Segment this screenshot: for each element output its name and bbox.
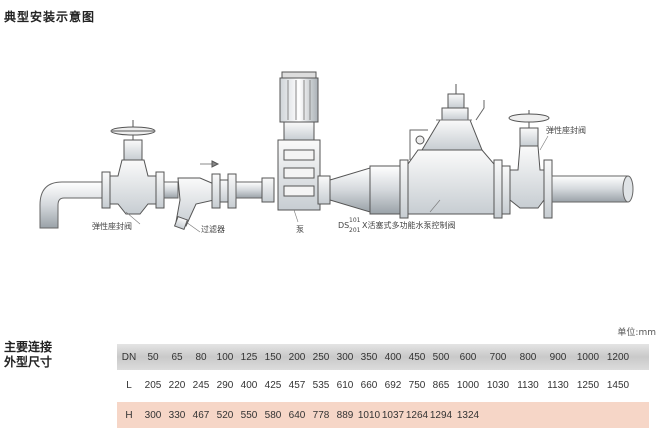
pump <box>277 71 331 211</box>
dn-cell: 80 <box>195 351 207 363</box>
h-cell: 889 <box>336 409 354 421</box>
label-pump: 泵 <box>296 225 304 234</box>
l-cell: 1130 <box>547 379 569 391</box>
l-cell: 1030 <box>486 379 510 391</box>
h-cell: 467 <box>192 409 210 421</box>
label-right-gate-valve: 弹性座封阀 <box>546 125 586 135</box>
l-cell: 425 <box>264 379 282 391</box>
unit-label: 单位:mm <box>617 328 656 338</box>
h-cell: 300 <box>144 409 162 421</box>
h-cell: 1294 <box>429 409 453 421</box>
l-cell: 1130 <box>517 379 539 391</box>
svg-text:X活塞式多功能水泵控制阀: X活塞式多功能水泵控制阀 <box>362 220 455 230</box>
l-row: L 205 220 245 290 400 425 457 535 610 660 692 750 86… <box>117 372 649 398</box>
l-cell: 610 <box>336 379 354 391</box>
h-cell: 778 <box>312 409 330 421</box>
dn-cell: 1200 <box>606 351 630 363</box>
h-cell: 1264 <box>405 409 429 421</box>
l-cell: 457 <box>288 379 306 391</box>
dn-cell: 300 <box>336 351 354 363</box>
dn-cell: 250 <box>312 351 330 363</box>
dn-cell: 500 <box>432 351 450 363</box>
l-header: L <box>126 379 132 391</box>
l-cell: 220 <box>168 379 186 391</box>
l-cell: 1250 <box>576 379 600 391</box>
l-cell: 535 <box>312 379 330 391</box>
label-strainer: 过滤器 <box>201 224 225 234</box>
dn-cell: 700 <box>489 351 507 363</box>
svg-text:DS: DS <box>338 221 349 230</box>
page-title: 典型安装示意图 <box>4 10 96 24</box>
h-header: H <box>125 409 133 421</box>
svg-text:201: 201 <box>349 227 361 234</box>
dn-cell: 1000 <box>576 351 600 363</box>
left-gate-valve <box>101 120 165 215</box>
dn-cell: 200 <box>288 351 306 363</box>
h-cell: 330 <box>168 409 186 421</box>
table-side-title: 主要连接 外型尺寸 <box>4 340 53 369</box>
dn-cell: 100 <box>216 351 234 363</box>
l-cell: 290 <box>216 379 234 391</box>
h-cell: 1037 <box>381 409 405 421</box>
dn-row: DN 50 65 80 100 125 150 200 250 300 350 400 450 500 6… <box>117 344 649 370</box>
dn-cell: 150 <box>264 351 282 363</box>
h-cell: 550 <box>240 409 258 421</box>
l-cell: 692 <box>384 379 402 391</box>
l-cell: 1450 <box>606 379 630 391</box>
outlet-pipe <box>551 175 634 203</box>
h-cell: 1010 <box>357 409 381 421</box>
l-cell: 660 <box>360 379 378 391</box>
h-cell: 520 <box>216 409 234 421</box>
l-cell: 205 <box>144 379 162 391</box>
installation-diagram: 弹性座封阀 过滤器 泵 DS 101 201 X活塞式多功能水泵控制阀 弹性座封… <box>39 71 634 234</box>
right-gate-valve <box>501 110 553 219</box>
h-cell: 640 <box>288 409 306 421</box>
dn-header: DN <box>121 351 137 363</box>
dn-cell: 50 <box>147 351 159 363</box>
h-cell: 1324 <box>456 409 480 421</box>
label-left-gate-valve: 弹性座封阀 <box>92 221 132 231</box>
dn-cell: 125 <box>240 351 258 363</box>
l-cell: 750 <box>408 379 426 391</box>
reducer <box>329 165 401 215</box>
l-cell: 400 <box>240 379 258 391</box>
dn-cell: 600 <box>459 351 477 363</box>
dn-cell: 900 <box>549 351 567 363</box>
label-control-valve: DS 101 201 X活塞式多功能水泵控制阀 <box>338 217 455 234</box>
l-cell: 245 <box>192 379 210 391</box>
strainer <box>173 160 237 231</box>
svg-text:101: 101 <box>349 217 361 224</box>
dn-cell: 400 <box>384 351 402 363</box>
dn-cell: 450 <box>408 351 426 363</box>
dn-cell: 350 <box>360 351 378 363</box>
h-cell: 580 <box>264 409 282 421</box>
dn-cell: 65 <box>171 351 183 363</box>
pump-control-valve <box>399 84 503 219</box>
dn-cell: 800 <box>519 351 537 363</box>
l-cell: 1000 <box>456 379 480 391</box>
l-cell: 865 <box>432 379 450 391</box>
